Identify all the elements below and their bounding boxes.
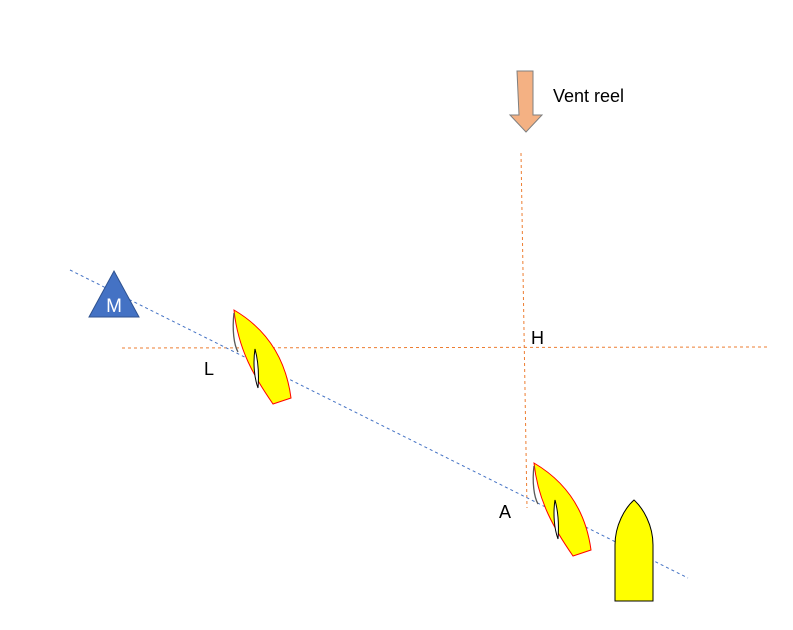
point-a-label: A [499,502,511,522]
mark-label: M [106,296,122,317]
mark-buoy-icon [88,269,140,318]
sailboat-icon [532,462,592,557]
horizontal-guide-line [121,346,769,349]
layline [69,269,689,579]
boat-icon [614,499,654,602]
boat-a-jib [553,499,559,540]
boat-l-hull [233,309,292,405]
sailboat-icon [232,309,292,405]
boat-a-sail [532,465,539,505]
point-l-label: L [204,359,214,379]
boat-l-sail [232,312,239,353]
vertical-guide-line [520,152,528,509]
wind-label: Vent reel [553,86,624,106]
wind-arrow-icon [508,70,544,133]
boat-l-jib [253,348,259,389]
point-h-label: H [531,328,544,348]
boat-a-hull [533,462,592,557]
